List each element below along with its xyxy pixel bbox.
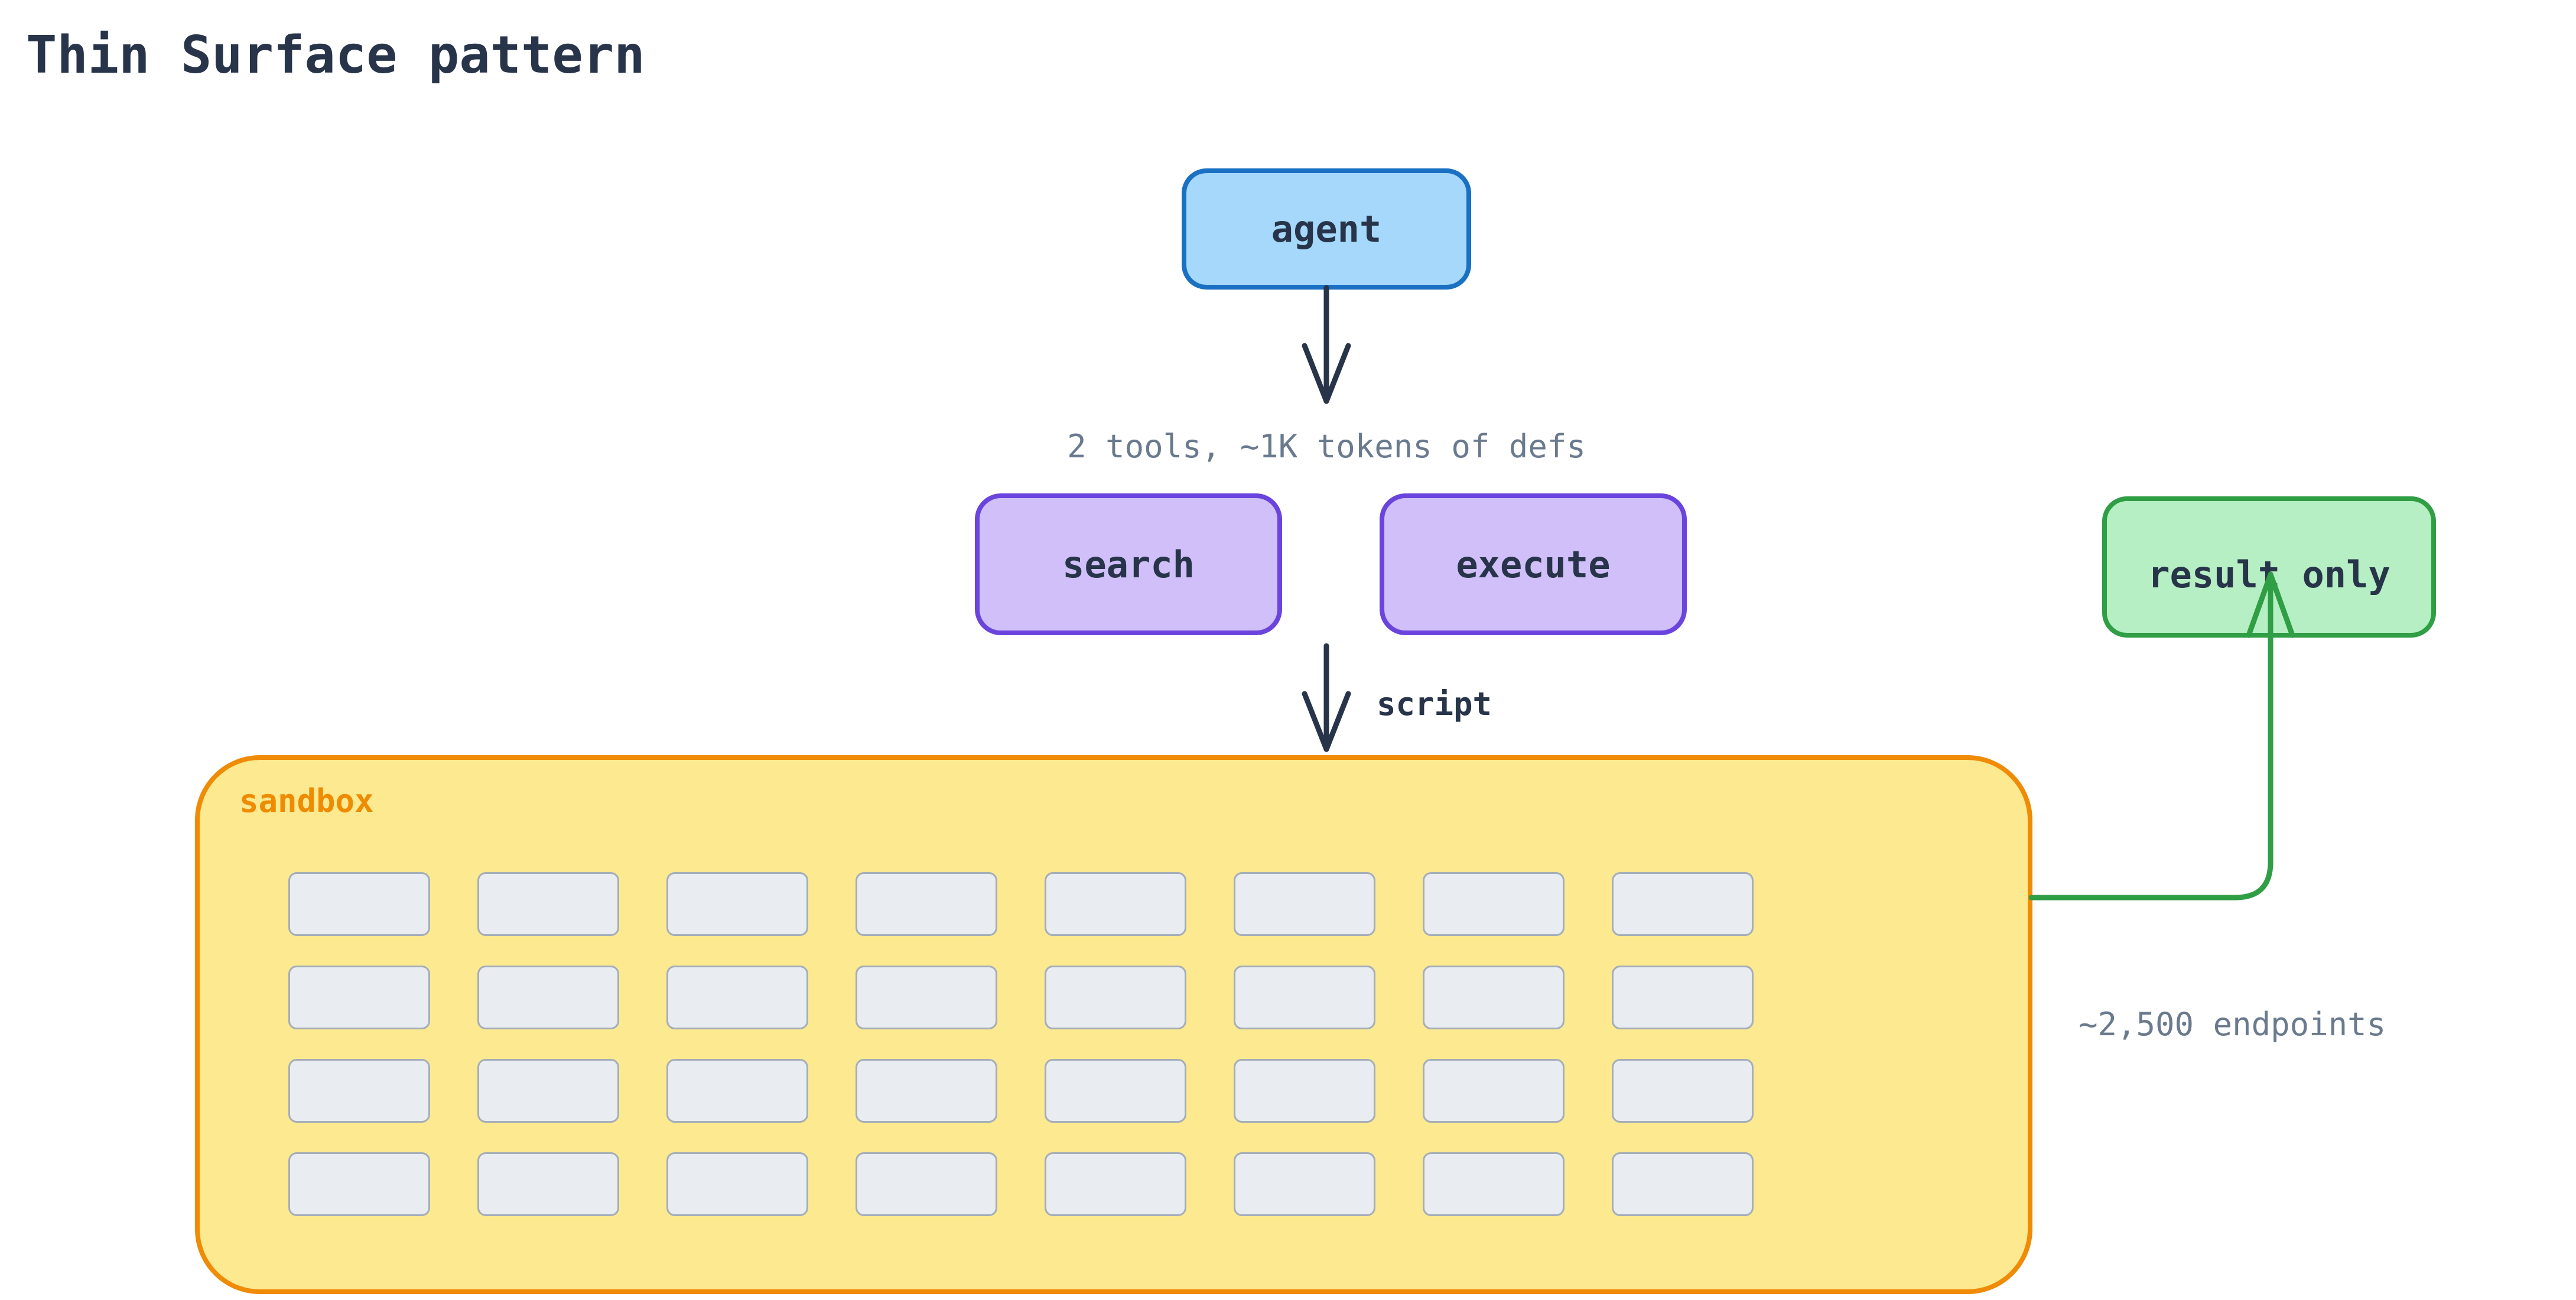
endpoint-cell bbox=[856, 966, 997, 1029]
agent-to-tools-arrowhead-icon bbox=[1302, 343, 1351, 404]
endpoint-cell bbox=[1612, 966, 1754, 1029]
endpoint-cell bbox=[1423, 966, 1565, 1029]
endpoint-cell bbox=[1423, 1152, 1565, 1216]
endpoints-annotation: ~2,500 endpoints bbox=[2079, 1006, 2386, 1043]
tools-to-sandbox-arrowhead-icon bbox=[1302, 691, 1351, 752]
endpoint-cell bbox=[1234, 1059, 1375, 1123]
endpoint-cell bbox=[1612, 1152, 1754, 1216]
endpoint-cell bbox=[288, 1152, 430, 1216]
endpoint-cell bbox=[288, 966, 430, 1029]
endpoint-cell bbox=[1423, 1059, 1565, 1123]
endpoint-cell bbox=[477, 1059, 619, 1123]
endpoint-cell bbox=[477, 1152, 619, 1216]
node-search: search bbox=[975, 493, 1282, 635]
endpoint-cell bbox=[856, 1152, 997, 1216]
endpoint-cell bbox=[856, 1059, 997, 1123]
sandbox-container: sandbox bbox=[195, 755, 2032, 1294]
page-title: Thin Surface pattern bbox=[26, 25, 645, 85]
endpoint-cell bbox=[1045, 1152, 1186, 1216]
endpoint-cell bbox=[288, 1059, 430, 1123]
endpoint-cell bbox=[666, 872, 808, 936]
endpoint-cell bbox=[1423, 872, 1565, 936]
endpoint-grid bbox=[288, 872, 1754, 1216]
endpoint-cell bbox=[1234, 872, 1375, 936]
endpoint-cell bbox=[477, 872, 619, 936]
node-result-label: result only bbox=[2148, 553, 2390, 596]
endpoint-cell bbox=[666, 1059, 808, 1123]
tools-annotation: 2 tools, ~1K tokens of defs bbox=[1067, 428, 1586, 465]
endpoint-cell bbox=[1234, 1152, 1375, 1216]
node-execute-label: execute bbox=[1456, 542, 1611, 586]
node-result: result only bbox=[2102, 496, 2436, 638]
endpoint-cell bbox=[288, 872, 430, 936]
node-agent-label: agent bbox=[1271, 207, 1382, 251]
node-agent: agent bbox=[1182, 168, 1471, 290]
endpoint-cell bbox=[1612, 872, 1754, 936]
sandbox-label: sandbox bbox=[239, 782, 374, 820]
endpoint-cell bbox=[666, 1152, 808, 1216]
endpoint-cell bbox=[1045, 966, 1186, 1029]
endpoint-cell bbox=[1234, 966, 1375, 1029]
script-annotation: script bbox=[1377, 685, 1492, 723]
endpoint-cell bbox=[856, 872, 997, 936]
node-execute: execute bbox=[1380, 493, 1687, 635]
endpoint-cell bbox=[1612, 1059, 1754, 1123]
endpoint-cell bbox=[1045, 872, 1186, 936]
endpoint-cell bbox=[477, 966, 619, 1029]
node-search-label: search bbox=[1062, 542, 1195, 586]
endpoint-cell bbox=[1045, 1059, 1186, 1123]
endpoint-cell bbox=[666, 966, 808, 1029]
